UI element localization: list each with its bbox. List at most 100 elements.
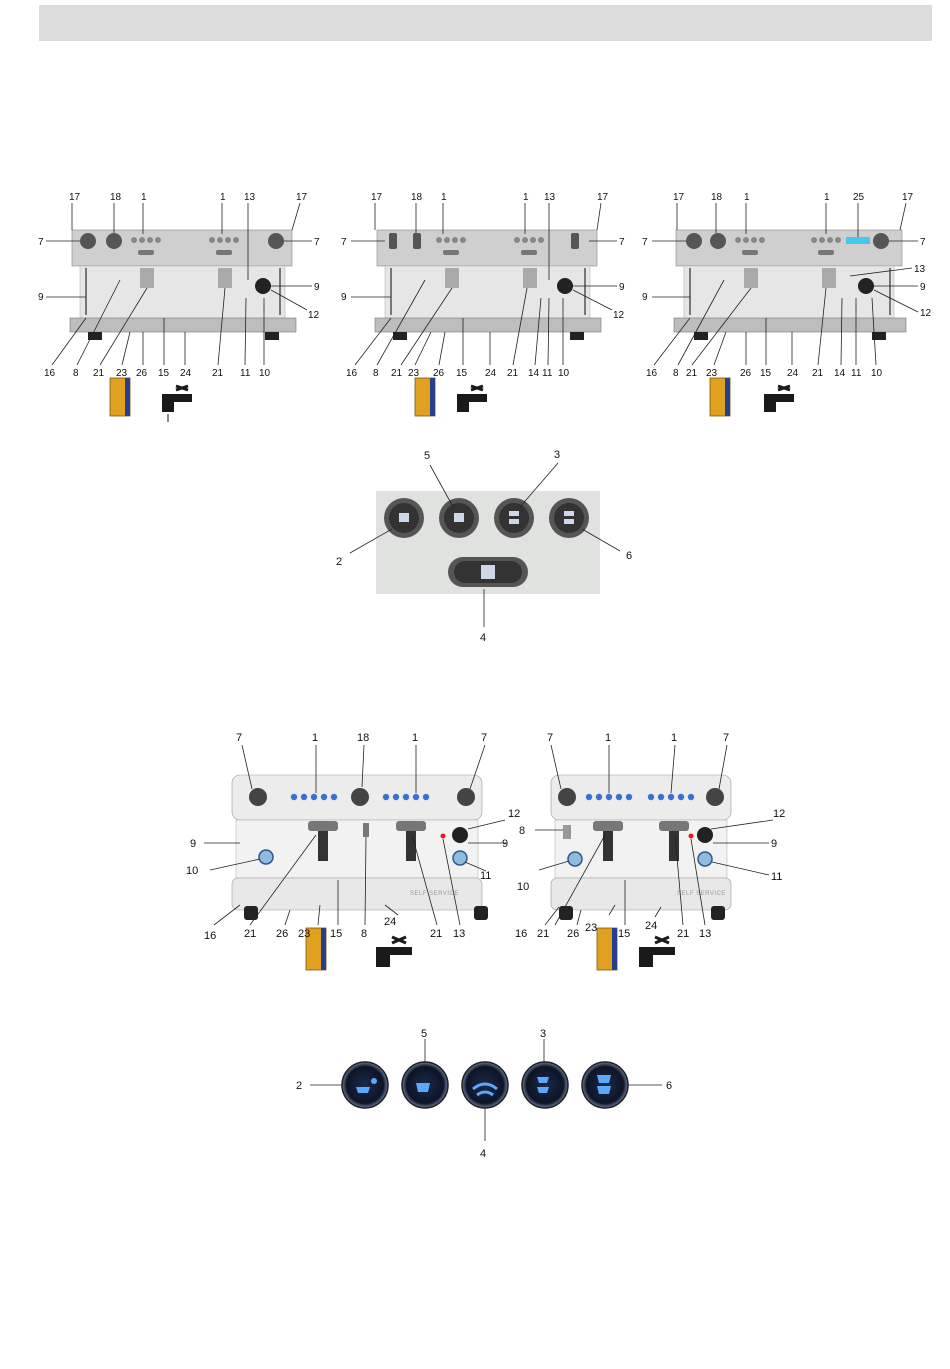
keypad-strip-left xyxy=(138,250,154,255)
svg-text:SELF SERVICE: SELF SERVICE xyxy=(677,891,726,897)
label-10: 10 xyxy=(186,865,198,877)
label-24: 24 xyxy=(384,916,396,928)
label-1a: 1 xyxy=(605,732,611,744)
keypad-button-icon xyxy=(341,1061,629,1109)
label-7b: 7 xyxy=(723,732,729,744)
pressure-gauge xyxy=(255,278,271,294)
label-18: 18 xyxy=(357,732,369,744)
label-1a: 1 xyxy=(141,192,147,203)
label-25: 25 xyxy=(853,192,865,203)
label-21a: 21 xyxy=(93,368,105,379)
label-9a: 9 xyxy=(642,292,648,303)
label-5: 5 xyxy=(424,450,430,462)
top-machine-1: 17 18 1 1 13 17 7 7 9 9 12 16 8 21 23 26… xyxy=(30,190,320,425)
label-7a: 7 xyxy=(236,732,242,744)
label-7b: 7 xyxy=(920,237,926,248)
label-14: 14 xyxy=(528,368,540,379)
machine-diagram-3: 17 18 1 1 25 17 7 7 9 13 9 12 16 8 21 23… xyxy=(642,192,932,417)
label-24: 24 xyxy=(645,920,657,932)
steam-knob-right xyxy=(268,233,284,249)
label-3: 3 xyxy=(540,1028,546,1040)
label-21a: 21 xyxy=(537,928,549,940)
label-7b: 7 xyxy=(481,732,487,744)
label-9a: 9 xyxy=(38,292,44,303)
label-21b: 21 xyxy=(507,368,519,379)
label-18: 18 xyxy=(110,192,122,203)
label-12: 12 xyxy=(773,808,785,820)
label-21b: 21 xyxy=(212,368,224,379)
label-14: 14 xyxy=(834,368,846,379)
label-15: 15 xyxy=(158,368,170,379)
label-8: 8 xyxy=(373,368,379,379)
drip-tray xyxy=(673,317,907,333)
label-2: 2 xyxy=(296,1080,302,1092)
label-7a: 7 xyxy=(547,732,553,744)
label-9a: 9 xyxy=(341,292,347,303)
foot-right xyxy=(265,332,279,340)
machine-diagram-2: 17 18 1 1 13 17 7 7 9 9 12 16 8 21 23 26… xyxy=(341,192,625,417)
label-5: 5 xyxy=(421,1028,427,1040)
pressure-gauge xyxy=(858,278,874,294)
label-13: 13 xyxy=(453,928,465,940)
label-10: 10 xyxy=(558,368,570,379)
label-23: 23 xyxy=(706,368,718,379)
top-machine-2: 17 18 1 1 13 17 7 7 9 9 12 16 8 21 23 26… xyxy=(335,190,625,425)
label-17b: 17 xyxy=(902,192,914,203)
steam-knob-right xyxy=(457,788,475,806)
label-24: 24 xyxy=(485,368,497,379)
label-3: 3 xyxy=(554,449,560,461)
label-13: 13 xyxy=(914,264,926,275)
label-1a: 1 xyxy=(441,192,447,203)
drip-tray xyxy=(374,317,602,333)
label-8: 8 xyxy=(73,368,79,379)
label-1a: 1 xyxy=(312,732,318,744)
drip-tray xyxy=(231,877,483,911)
water-tap-icon xyxy=(457,384,487,412)
label-16: 16 xyxy=(204,930,216,942)
bottom-machine-diagram-2: SELF SERVICE 7 1 1 7 12 8 9 10 11 16 21 … xyxy=(515,732,785,971)
top-machine-3: 17 18 1 1 25 17 7 7 9 13 9 12 16 8 21 23… xyxy=(636,190,936,425)
label-13: 13 xyxy=(244,192,256,203)
foot-left xyxy=(88,332,102,340)
drip-tray xyxy=(550,877,732,911)
label-7a: 7 xyxy=(642,237,648,248)
label-11: 11 xyxy=(771,871,782,883)
header-bar xyxy=(39,5,932,41)
label-16: 16 xyxy=(346,368,358,379)
label-8: 8 xyxy=(673,368,679,379)
label-21b: 21 xyxy=(677,928,689,940)
pressure-gauge xyxy=(452,827,468,843)
label-2: 2 xyxy=(336,556,342,568)
water-tap-icon xyxy=(764,384,794,412)
bottom-machine-1: SELF SERVICE 7 1 18 1 7 12 9 9 10 11 xyxy=(180,725,520,985)
label-7b: 7 xyxy=(619,237,625,248)
label-17b: 17 xyxy=(597,192,609,203)
pressure-gauge xyxy=(697,827,713,843)
display-screen xyxy=(846,237,870,244)
keypad-button-icon xyxy=(384,498,589,587)
keypad-square-diagram: 5 3 2 6 4 xyxy=(336,449,632,644)
label-1b: 1 xyxy=(523,192,529,203)
label-17a: 17 xyxy=(371,192,383,203)
bottom-machine-2: SELF SERVICE 7 1 1 7 12 8 9 10 11 16 21 … xyxy=(505,725,805,985)
machine-body xyxy=(554,819,728,879)
label-26: 26 xyxy=(567,928,579,940)
label-26: 26 xyxy=(433,368,445,379)
label-7b: 7 xyxy=(314,237,320,248)
steam-lever-right xyxy=(571,233,579,249)
steam-knob-left xyxy=(249,788,267,806)
label-9b: 9 xyxy=(502,838,508,850)
label-15: 15 xyxy=(456,368,468,379)
label-4: 4 xyxy=(480,1148,486,1160)
label-10: 10 xyxy=(259,368,271,379)
label-18: 18 xyxy=(711,192,723,203)
label-26: 26 xyxy=(276,928,288,940)
steam-lever-left xyxy=(389,233,397,249)
label-17a: 17 xyxy=(69,192,81,203)
machine-head xyxy=(550,774,732,821)
water-tap-icon xyxy=(376,935,412,967)
machine-body xyxy=(384,265,591,327)
label-16: 16 xyxy=(44,368,56,379)
machine-body xyxy=(235,819,479,879)
label-9b: 9 xyxy=(619,282,625,293)
